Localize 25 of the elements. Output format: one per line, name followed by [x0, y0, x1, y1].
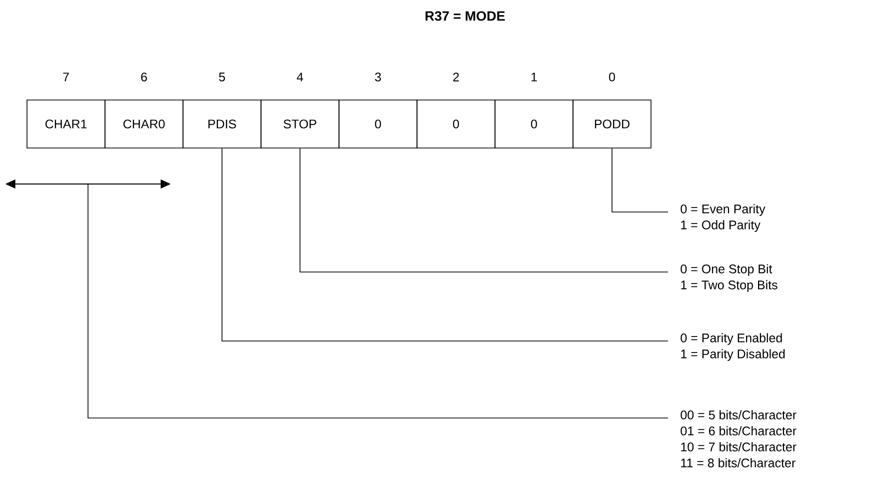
bit-cell: CHAR0 [104, 100, 184, 148]
bit-number: 7 [63, 72, 69, 82]
leader-line [222, 148, 668, 342]
bit-number: 3 [375, 72, 381, 82]
value-description: 0 = Parity Enabled 1 = Parity Disabled [680, 333, 785, 361]
leader-line [300, 148, 668, 272]
bit-cell: 0 [494, 100, 574, 148]
value-description: 00 = 5 bits/Character 01 = 6 bits/Character 10 = 7 bits/Character 11 = 8 bits/Character [680, 410, 796, 468]
bit-cell: PDIS [182, 100, 262, 148]
value-description: 0 = Even Parity 1 = Odd Parity [680, 204, 766, 232]
bit-cell: 0 [338, 100, 418, 148]
leader-line [612, 148, 668, 212]
bit-number: 0 [609, 72, 615, 82]
bit-number: 6 [141, 72, 147, 82]
bit-cell: STOP [260, 100, 340, 148]
leader-line [88, 184, 668, 418]
bit-number: 1 [531, 72, 537, 82]
bit-cell: 0 [416, 100, 496, 148]
bit-number: 2 [453, 72, 459, 82]
value-description: 0 = One Stop Bit 1 = Two Stop Bits [680, 264, 778, 292]
bit-number: 4 [296, 72, 304, 82]
bit-number: 5 [219, 72, 225, 82]
bit-cell: PODD [572, 100, 652, 148]
bit-cell: CHAR1 [26, 100, 106, 148]
title: R37 = MODE [426, 11, 505, 21]
